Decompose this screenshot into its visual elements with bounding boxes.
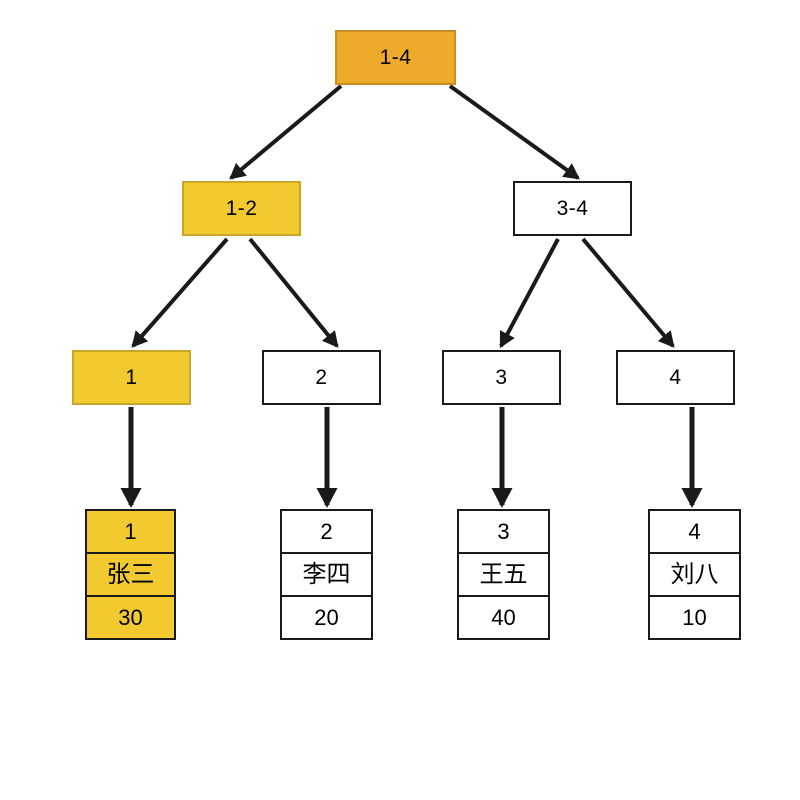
tree-node-label: 3-4 — [556, 197, 589, 220]
tree-node-label: 1-2 — [225, 197, 258, 220]
tree-node-label: 1 — [125, 366, 138, 389]
edge-n3-4-to-n3 — [499, 238, 560, 349]
tree-node-n1-4[interactable]: 1-4 — [335, 30, 456, 85]
record-cell: 刘八 — [650, 554, 739, 597]
tree-node-n2[interactable]: 2 — [262, 350, 381, 405]
tree-node-n1[interactable]: 1 — [72, 350, 191, 405]
edge-n1-4-to-n1-2 — [229, 84, 343, 180]
tree-node-n3-4[interactable]: 3-4 — [513, 181, 632, 236]
record-cell: 30 — [118, 604, 143, 630]
edge-n1-2-to-n1 — [131, 237, 229, 348]
tree-node-n4[interactable]: 4 — [616, 350, 735, 405]
record-cell: 王五 — [459, 554, 548, 597]
edge-n3-4-to-n4 — [581, 237, 675, 348]
record-cell: 1 — [87, 511, 174, 554]
tree-node-label: 1-4 — [379, 46, 412, 69]
record-cell: 李四 — [282, 554, 371, 597]
tree-node-label: 2 — [315, 366, 328, 389]
record-cell: 40 — [491, 604, 516, 630]
record-cell: 4 — [650, 511, 739, 554]
record-cell: 3 — [459, 511, 548, 554]
edge-n1-4-to-n3-4 — [448, 84, 580, 180]
tree-node-n1-2[interactable]: 1-2 — [182, 181, 301, 236]
tree-node-label: 4 — [669, 366, 682, 389]
record-cell: 张三 — [87, 554, 174, 597]
edge-n1-2-to-n2 — [248, 237, 339, 348]
record-cell: 2 — [282, 511, 371, 554]
record-cell: 20 — [314, 604, 339, 630]
tree-node-n3[interactable]: 3 — [442, 350, 561, 405]
record-cell: 10 — [682, 604, 707, 630]
tree-node-label: 3 — [495, 366, 508, 389]
